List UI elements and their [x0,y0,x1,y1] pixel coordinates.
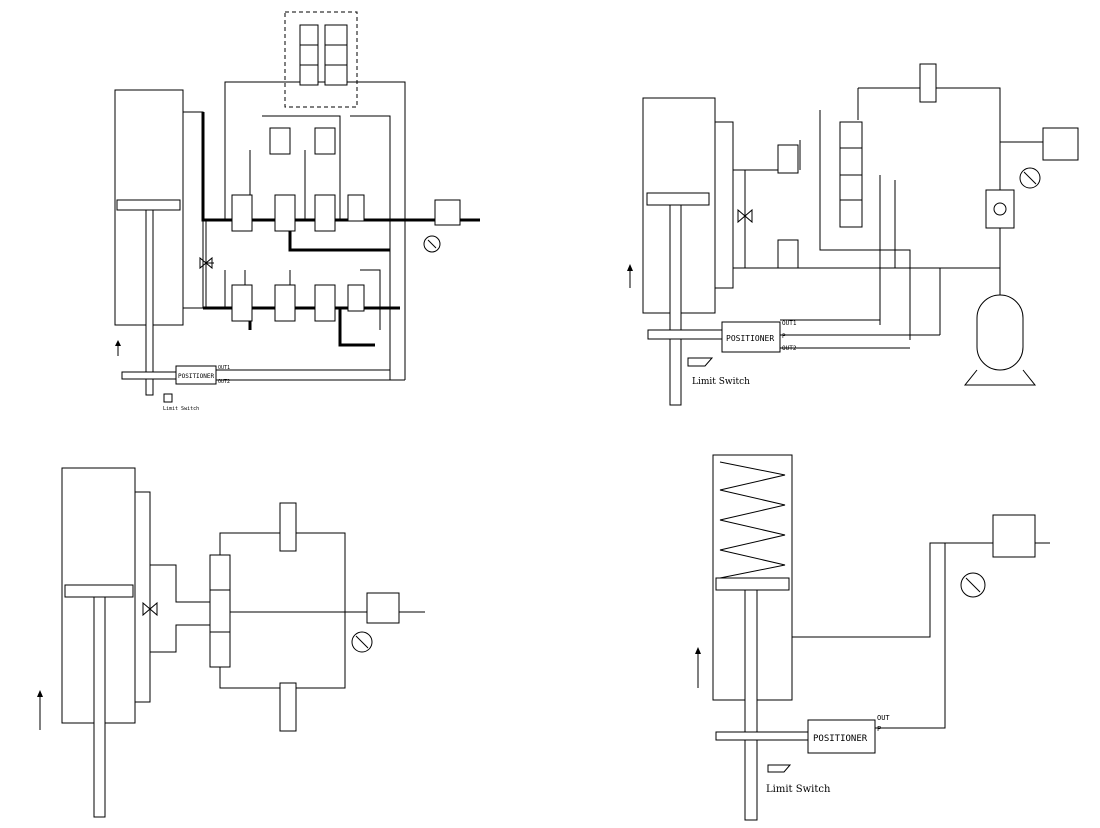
positioner-label: POSITIONER [178,373,215,380]
pressure-regulator-icon [347,284,365,312]
solenoid-valve-icon [314,284,336,322]
solenoid-valve-icon [274,284,296,322]
diagram-4: POSITIONER OUT P Limit Switch [695,454,1050,821]
piston-head [116,199,181,211]
direction-arrow-icon [627,264,633,288]
direction-arrow-icon [115,340,121,356]
filter-regulator-icon [434,199,461,226]
piston-rod [93,596,106,818]
solenoid-valve-icon [269,127,291,155]
port-out1-label: OUT1 [218,365,230,371]
limit-switch-label: Limit Switch [692,377,750,387]
solenoid-valve-icon [279,682,297,732]
piston-head [715,577,790,591]
diagram-2: POSITIONER OUT1 P OUT2 Limit Switch [627,63,1079,406]
limit-switch-label: Limit Switch [766,784,831,795]
cylinder-side-block [182,111,204,309]
limit-switch-icon [163,393,173,403]
positioner-box [175,365,217,385]
solenoid-valve-icon [314,194,336,232]
port-out2-label: OUT2 [782,345,797,352]
positioner-label: POSITIONER [813,734,868,744]
filter-regulator-icon [366,592,400,624]
solenoid-valve-icon [314,127,336,155]
cylinder-side-block [714,121,734,289]
air-reservoir-icon [976,294,1024,371]
limit-switch-icon [687,357,714,367]
piston-rod [145,209,154,396]
pressure-regulator-icon [347,194,365,222]
feedback-arm [715,731,812,741]
limit-switch-label: Limit Switch [163,406,199,412]
direction-arrow-icon [695,647,701,688]
piston-head [64,584,134,598]
filter-regulator-icon [992,514,1036,558]
solenoid-valve-icon [324,24,348,86]
feedback-arm [121,371,183,380]
piston-rod [669,204,682,406]
diagram-1: POSITIONER OUT1 OUT2 Limit Switch [114,11,480,412]
cylinder-side-block [134,491,151,703]
manual-valve-icon [199,220,214,308]
solenoid-valve-icon [299,24,319,86]
solenoid-valve-icon [279,502,297,552]
direction-arrow-icon [37,690,43,730]
manual-valve-icon [737,208,753,224]
positioner-box [807,719,876,754]
diagram-3 [37,467,425,818]
limit-switch-icon [767,764,792,773]
port-out2-label: OUT2 [218,379,230,385]
solenoid-valve-icon [231,284,253,322]
port-p-label: P [877,725,881,733]
piston-head [646,192,710,206]
manual-valve-icon [142,601,158,617]
directional-valve-icon [209,554,231,668]
spring-return-icon [719,461,786,579]
solenoid-valve-icon [274,194,296,232]
solenoid-valve-icon [919,63,937,103]
solenoid-valve-icon [231,194,253,232]
port-p-label: P [782,333,786,340]
positioner-box [721,321,781,353]
pilot-valve-group [284,11,358,108]
piston-rod [744,589,758,821]
positioner-label: POSITIONER [726,334,774,343]
port-out1-label: OUT1 [782,320,797,327]
port-out-label: OUT [877,714,890,722]
feedback-arm [647,329,725,340]
flow-control-valve-icon [777,239,799,269]
filter-regulator-icon [1042,127,1079,161]
flow-control-valve-icon [777,144,799,174]
